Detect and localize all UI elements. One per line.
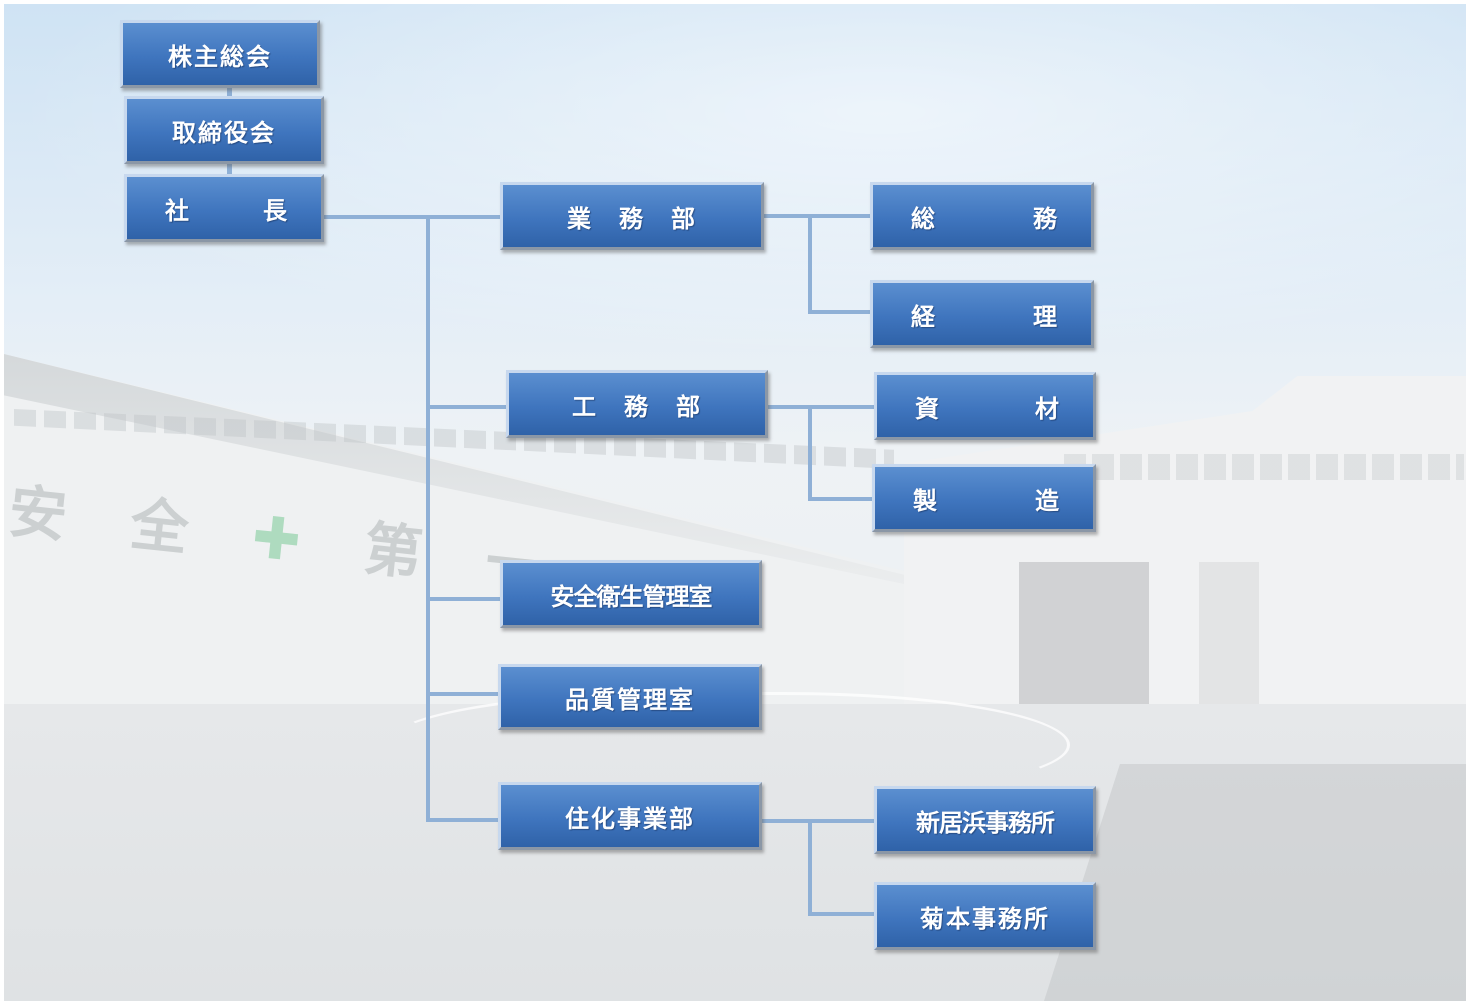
box-engineering-department: 工 務 部: [506, 370, 768, 438]
box-label: 株主総会: [168, 41, 272, 71]
connector-to-kikumoto: [808, 912, 876, 916]
background-door: [1019, 562, 1149, 717]
box-label: 菊本事務所: [920, 903, 1050, 933]
background-door-small: [1199, 562, 1259, 717]
background-shadow: [1044, 764, 1466, 1001]
connector-board-president: [227, 164, 232, 176]
box-board-of-directors: 取締役会: [124, 96, 324, 164]
box-niihama-office: 新居浜事務所: [874, 786, 1096, 854]
connector-engineering-vertical: [808, 405, 812, 501]
box-label: 業 務 部: [567, 203, 697, 233]
box-label-left: 総: [911, 203, 935, 233]
connector-main-trunk: [426, 215, 430, 822]
connector-business-vertical: [808, 214, 812, 314]
box-label-right: 理: [1033, 301, 1057, 331]
box-general-affairs: 総 務: [870, 182, 1094, 250]
box-label-left: 資: [915, 393, 939, 423]
box-safety-health-office: 安全衛生管理室: [500, 560, 762, 628]
box-label: 取締役会: [172, 117, 276, 147]
box-label-right: 務: [1033, 203, 1057, 233]
org-chart: 安 全 ✚ 第 一 株主総会 取締役会 社 長 業 務 部 工 務 部 安全衛生…: [4, 4, 1466, 1001]
connector-to-accounting: [808, 310, 872, 314]
green-cross-icon: ✚: [248, 502, 326, 578]
box-accounting: 経 理: [870, 280, 1094, 348]
box-sumika-business-department: 住化事業部: [498, 782, 762, 850]
box-label: 安全衛生管理室: [550, 581, 713, 611]
connector-to-manufacturing: [808, 497, 874, 501]
box-label-left: 経: [911, 301, 935, 331]
box-shareholders-meeting: 株主総会: [120, 20, 320, 88]
box-label-right: 材: [1035, 393, 1059, 423]
connector-business-sections: [764, 214, 872, 218]
connector-trunk-engineering: [426, 405, 510, 409]
box-president: 社 長: [124, 174, 324, 242]
connector-president-trunk: [324, 215, 504, 219]
box-label: 住化事業部: [565, 803, 695, 833]
box-label: 新居浜事務所: [916, 807, 1055, 837]
box-label: 工 務 部: [572, 391, 702, 421]
box-label: 品質管理室: [565, 684, 695, 714]
box-label-left: 社: [165, 195, 189, 225]
box-label-left: 製: [913, 485, 937, 515]
box-quality-control-office: 品質管理室: [498, 664, 762, 730]
connector-engineering-sections: [768, 405, 874, 409]
connector-sumika-vertical: [808, 819, 812, 916]
box-materials: 資 材: [874, 372, 1096, 440]
connector-sumika-sections: [762, 819, 876, 823]
box-label-right: 造: [1035, 485, 1059, 515]
connector-trunk-sumika: [426, 818, 502, 822]
box-manufacturing: 製 造: [872, 464, 1096, 532]
connector-shareholders-board: [227, 88, 232, 100]
box-business-department: 業 務 部: [500, 182, 764, 250]
background-windows-right: [1064, 454, 1464, 480]
box-kikumoto-office: 菊本事務所: [874, 882, 1096, 950]
connector-trunk-quality: [426, 692, 502, 696]
box-label-right: 長: [263, 195, 287, 225]
connector-trunk-safety: [426, 597, 504, 601]
